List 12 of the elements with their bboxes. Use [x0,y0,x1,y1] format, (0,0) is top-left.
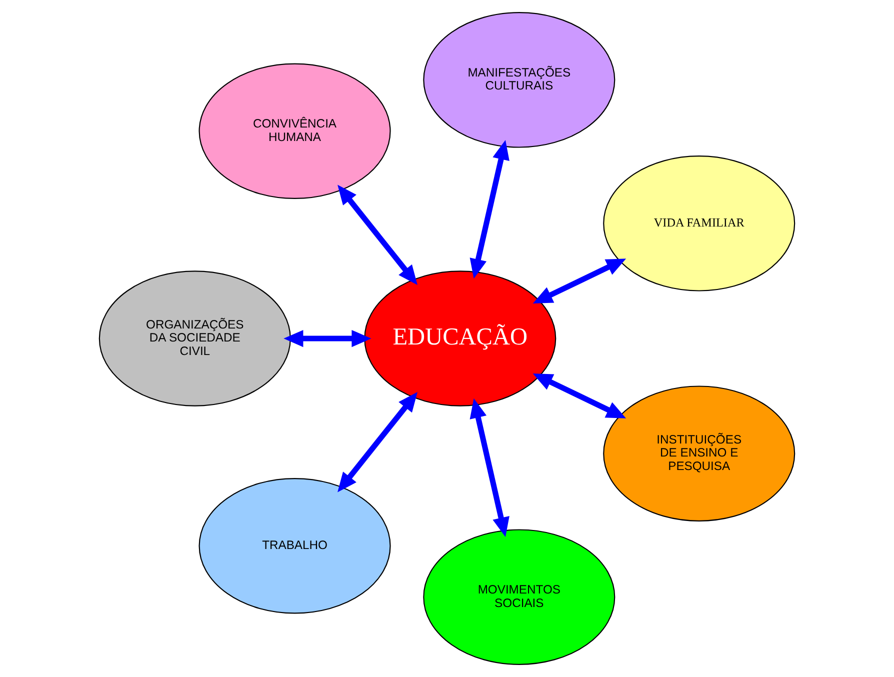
node-ellipse: MANIFESTAÇÕES CULTURAIS [423,12,616,148]
arrow [284,330,372,348]
node-ellipse: TRABALHO [198,478,391,614]
arrow [338,392,418,492]
arrow [470,140,510,279]
node-ellipse: ORGANIZAÇÕES DA SOCIEDADE CIVIL [98,270,291,406]
arrow [338,184,418,286]
arrow [532,258,626,304]
node-ellipse: CONVIVÊNCIA HUMANA [198,63,391,199]
node-ellipse: MOVIMENTOS SOCIAIS [423,529,616,665]
arrow [470,398,510,537]
arrow [532,374,626,418]
